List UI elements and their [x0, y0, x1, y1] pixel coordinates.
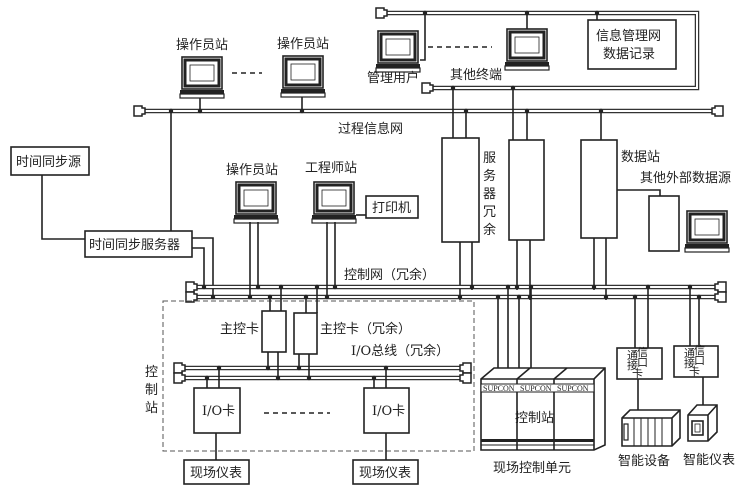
operator-station-monitor-icon — [178, 55, 226, 100]
supcon-brand-label: SUPCON — [483, 384, 515, 393]
process-info-network — [133, 105, 724, 117]
control-station-vertical-label: 控 制 站 — [145, 365, 158, 416]
smart-instrument-icon — [687, 404, 718, 442]
svg-text:信: 信 — [637, 346, 648, 359]
mgmt-user-label: 管理用户 — [367, 70, 419, 86]
cabinet-control-station-label: 控制站 — [515, 411, 554, 426]
svg-text:服: 服 — [483, 151, 496, 166]
io-card-label: I/O卡 — [372, 404, 405, 419]
main-card-redundant-box — [293, 312, 318, 355]
field-control-cabinets — [480, 367, 606, 451]
external-data-source-box — [648, 195, 680, 252]
operator-station-monitor-icon — [232, 180, 280, 225]
svg-text:控: 控 — [145, 365, 158, 380]
control-net-label: 控制网（冗余） — [344, 267, 435, 283]
field-instrument-label: 现场仪表 — [359, 466, 411, 481]
svg-text:制: 制 — [145, 383, 158, 398]
time-sync-server-box — [84, 230, 193, 258]
printer-box — [365, 195, 419, 219]
svg-text:卡: 卡 — [632, 367, 643, 380]
data-station-box — [580, 139, 618, 239]
operator-station-label: 操作员站 — [176, 37, 228, 53]
monitor-icon — [503, 27, 551, 72]
svg-text:务: 务 — [483, 168, 496, 184]
io-bus-label: I/O总线（冗余） — [351, 343, 449, 359]
comm-card-label: 通 接 信 口 卡 — [627, 346, 648, 380]
server-box — [441, 137, 480, 243]
field-instrument-label: 现场仪表 — [190, 466, 242, 481]
engineer-station-monitor-icon — [310, 180, 358, 225]
other-terminal-label: 其他终端 — [450, 67, 502, 83]
smart-device-icon — [621, 409, 681, 447]
svg-text:通: 通 — [684, 347, 695, 360]
other-terminal — [503, 27, 551, 72]
control-network — [185, 281, 727, 303]
io-card-label: I/O卡 — [202, 404, 235, 419]
info-record-box — [587, 19, 677, 70]
svg-text:器: 器 — [483, 187, 496, 202]
svg-text:卡: 卡 — [689, 365, 700, 378]
smart-device-label: 智能设备 — [618, 453, 670, 469]
supcon-brand-label: SUPCON — [520, 384, 552, 393]
svg-text:冗: 冗 — [483, 205, 496, 220]
svg-text:站: 站 — [145, 401, 158, 416]
svg-text:口: 口 — [694, 354, 705, 367]
bus-terminator — [185, 281, 198, 293]
supcon-brand-label: SUPCON — [557, 384, 589, 393]
monitor-icon — [374, 29, 422, 74]
operator-station-label: 操作员站 — [226, 162, 278, 178]
bus-terminator — [711, 105, 724, 117]
time-sync-server-label: 时间同步服务器 — [89, 237, 180, 253]
svg-text:口: 口 — [637, 356, 648, 369]
external-data-source-label: 其他外部数据源 — [640, 171, 731, 186]
comm-card-box — [616, 347, 663, 380]
control-station-region — [162, 300, 475, 452]
operator-station-monitor-icon — [279, 54, 327, 99]
info-record-line2: 数据记录 — [603, 47, 655, 62]
svg-text:信: 信 — [694, 344, 705, 357]
main-card-box — [261, 310, 287, 353]
bus-terminator — [133, 105, 146, 117]
process-info-net-label: 过程信息网 — [338, 121, 403, 137]
engineer-station-label: 工程师站 — [305, 161, 357, 176]
field-instrument-box — [183, 459, 250, 485]
server-redundant-box — [508, 139, 545, 241]
main-card-redundant-label: 主控卡（冗余） — [320, 321, 411, 337]
field-instrument-box — [352, 459, 419, 485]
io-bus — [173, 362, 472, 384]
time-sync-source-box — [10, 146, 90, 176]
operator-station-label: 操作员站 — [277, 36, 329, 52]
svg-text:接: 接 — [684, 357, 695, 370]
io-card-box — [193, 387, 241, 434]
data-station-label: 数据站 — [621, 150, 660, 165]
comm-card-label: 通 接 信 口 卡 — [684, 344, 705, 378]
main-card-label: 主控卡 — [220, 322, 259, 337]
svg-text:接: 接 — [627, 359, 638, 372]
field-control-unit-label: 现场控制单元 — [493, 461, 571, 476]
printer-label: 打印机 — [372, 201, 411, 216]
bus-terminator — [375, 7, 388, 19]
smart-instrument-label: 智能仪表 — [683, 453, 735, 468]
comm-card-box — [673, 345, 719, 378]
bus-terminator — [421, 82, 434, 94]
external-terminal-monitor-icon — [683, 209, 731, 254]
time-sync-source-label: 时间同步源 — [16, 155, 81, 170]
info-record-line1: 信息管理网 — [596, 28, 661, 44]
server-redundant-label: 服 务 器 冗 余 — [483, 151, 496, 238]
mgmt-user-terminal — [374, 29, 422, 74]
svg-text:通: 通 — [627, 349, 638, 362]
svg-text:余: 余 — [483, 222, 496, 238]
